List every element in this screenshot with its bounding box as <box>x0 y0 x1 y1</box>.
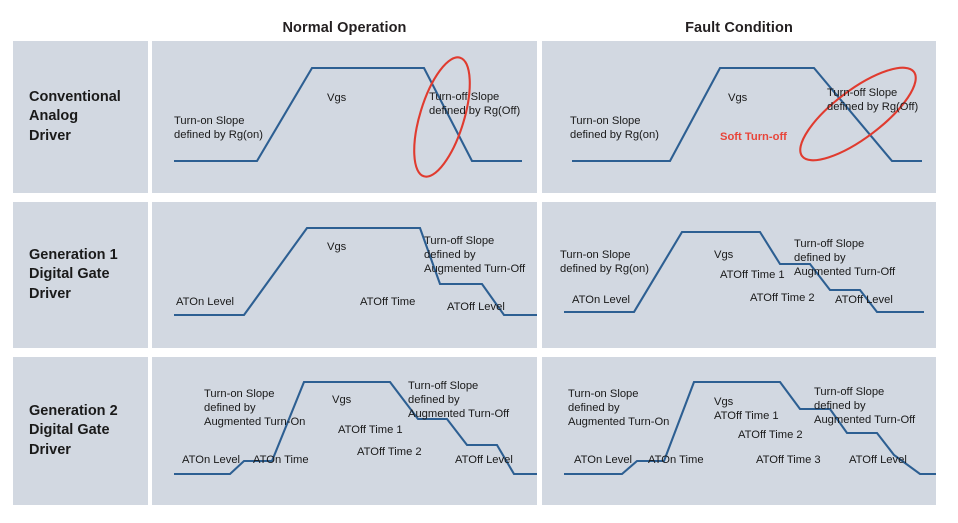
annotation: Turn-on Slope <box>560 249 630 261</box>
annotation: Augmented Turn-Off <box>424 263 526 275</box>
row-label-line: Driver <box>29 127 71 144</box>
annotation-soft-turn-off: Soft Turn-off <box>720 131 787 143</box>
annotation: Turn-on Slope <box>174 115 244 127</box>
annotation: Vgs <box>332 394 352 406</box>
annotation: ATOff Time 3 <box>756 454 821 466</box>
waveform-path <box>564 230 924 314</box>
annotation: Turn-on Slope <box>570 115 640 127</box>
annotation: Turn-off Slope <box>814 386 884 398</box>
waveform-svg: Turn-on Slope defined by Augmented Turn-… <box>174 380 537 476</box>
annotation: ATOff Time 2 <box>738 429 803 441</box>
row-label-text: Generation 2 Digital Gate Driver <box>29 402 118 461</box>
annotation: ATOff Level <box>835 294 893 306</box>
annotation: ATOn Level <box>572 294 630 306</box>
annotation: defined by <box>794 252 846 264</box>
annotation: Turn-off Slope <box>429 91 499 103</box>
annotation: ATOff Time 2 <box>750 292 815 304</box>
annotation: defined by <box>424 249 476 261</box>
annotation: Turn-off Slope <box>794 238 864 250</box>
annotation: Turn-off Slope <box>408 380 478 392</box>
waveform-path <box>174 380 537 476</box>
annotation: Turn-on Slope <box>204 388 274 400</box>
row-label-text: Generation 1 Digital Gate Driver <box>29 246 118 305</box>
waveform-path <box>564 380 936 476</box>
chart-gen1-fault: Turn-on Slope defined by Rg(on) ATOn Lev… <box>542 202 936 348</box>
chart-gen2-fault: Turn-on Slope defined by Augmented Turn-… <box>542 357 936 505</box>
annotation: ATOff Level <box>447 301 505 313</box>
row-label-line: Digital Gate <box>29 266 110 283</box>
annotation: defined by <box>568 402 620 414</box>
highlight-ellipse <box>413 56 471 178</box>
row-label-line: Driver <box>29 285 71 302</box>
annotation: Vgs <box>714 249 734 261</box>
row-label-line: Generation 2 <box>29 402 118 419</box>
row-label-generation-2-digital-gate-driver: Generation 2 Digital Gate Driver <box>13 357 148 505</box>
highlight-ellipse <box>799 66 917 162</box>
annotation: ATOff Level <box>455 454 513 466</box>
waveform-svg: Turn-on Slope defined by Rg(on) Vgs Turn… <box>570 66 922 163</box>
waveform-svg: Turn-on Slope defined by Augmented Turn-… <box>564 380 936 476</box>
row-label-line: Conventional <box>29 88 121 105</box>
chart-conventional-normal: Turn-on Slope defined by Rg(on) Vgs Turn… <box>152 41 537 193</box>
annotation: defined by <box>204 402 256 414</box>
chart-gen2-normal: Turn-on Slope defined by Augmented Turn-… <box>152 357 537 505</box>
annotation: Augmented Turn-Off <box>794 266 896 278</box>
annotation: ATOn Time <box>253 454 309 466</box>
annotation: defined by Rg(on) <box>560 263 649 275</box>
annotation: ATOff Time <box>360 296 415 308</box>
row-label-conventional-analog-driver: Conventional Analog Driver <box>13 41 148 193</box>
annotation: defined by Rg(on) <box>570 129 659 141</box>
annotation: defined by Rg(Off) <box>429 105 520 117</box>
waveform-svg: Turn-on Slope defined by Rg(on) Vgs Turn… <box>174 56 522 178</box>
annotation: ATOn Time <box>648 454 704 466</box>
annotation: Turn-off Slope <box>424 235 494 247</box>
annotation: Augmented Turn-On <box>568 416 669 428</box>
annotation: ATOff Time 1 <box>720 269 785 281</box>
annotation: defined by <box>408 394 460 406</box>
annotation: ATOn Level <box>176 296 234 308</box>
waveform-svg: ATOn Level Vgs Turn-off Slope defined by… <box>174 226 537 317</box>
annotation: ATOff Time 2 <box>357 446 422 458</box>
annotation: Augmented Turn-On <box>204 416 305 428</box>
chart-gen1-normal: ATOn Level Vgs Turn-off Slope defined by… <box>152 202 537 348</box>
annotation: ATOff Time 1 <box>714 410 779 422</box>
annotation: defined by Rg(on) <box>174 129 263 141</box>
row-label-line: Generation 1 <box>29 246 118 263</box>
column-header-fault-condition: Fault Condition <box>685 20 793 36</box>
row-label-line: Analog <box>29 108 79 125</box>
row-label-line: Digital Gate <box>29 422 110 439</box>
waveform-path <box>174 66 522 163</box>
annotation: Vgs <box>728 92 748 104</box>
annotation: Vgs <box>327 241 347 253</box>
annotation: ATOff Time 1 <box>338 424 403 436</box>
waveform-svg: Turn-on Slope defined by Rg(on) ATOn Lev… <box>560 230 924 314</box>
row-label-line: Driver <box>29 441 71 458</box>
annotation: Turn-on Slope <box>568 388 638 400</box>
annotation: ATOn Level <box>182 454 240 466</box>
chart-conventional-fault: Turn-on Slope defined by Rg(on) Vgs Turn… <box>542 41 936 193</box>
annotation: ATOn Level <box>574 454 632 466</box>
annotation: defined by Rg(Off) <box>827 101 918 113</box>
annotation: Vgs <box>714 396 734 408</box>
annotation: defined by <box>814 400 866 412</box>
waveform-path <box>174 226 537 317</box>
column-header-normal-operation: Normal Operation <box>282 20 407 36</box>
annotation: Turn-off Slope <box>827 87 897 99</box>
annotation: Augmented Turn-Off <box>408 408 510 420</box>
annotation: ATOff Level <box>849 454 907 466</box>
annotation: Augmented Turn-Off <box>814 414 916 426</box>
row-label-text: Conventional Analog Driver <box>29 88 121 147</box>
annotation: Vgs <box>327 92 347 104</box>
waveform-path <box>572 66 922 163</box>
row-label-generation-1-digital-gate-driver: Generation 1 Digital Gate Driver <box>13 202 148 348</box>
